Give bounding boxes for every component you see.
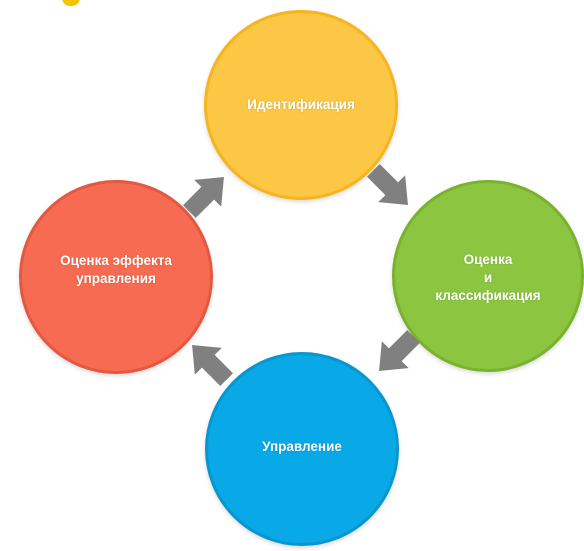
node-assessment-label: Оценка и классификация [435,252,541,303]
arrow-identification-to-assessment-icon [366,163,408,205]
arrow-management-to-effect-icon [192,345,234,387]
node-identification: Идентификация [204,10,398,200]
corner-accent-mark [62,0,80,6]
arrow-effect-to-identification-icon [182,177,224,219]
node-management: Управление [205,352,399,546]
node-assessment-classification: Оценка и классификация [392,180,584,372]
arrow-assessment-to-management-icon [379,329,421,371]
node-effect-label: Оценка эффекта управления [60,253,172,286]
node-management-label: Управление [262,439,342,454]
node-effect-assessment: Оценка эффекта управления [19,180,213,374]
node-identification-label: Идентификация [247,97,355,112]
